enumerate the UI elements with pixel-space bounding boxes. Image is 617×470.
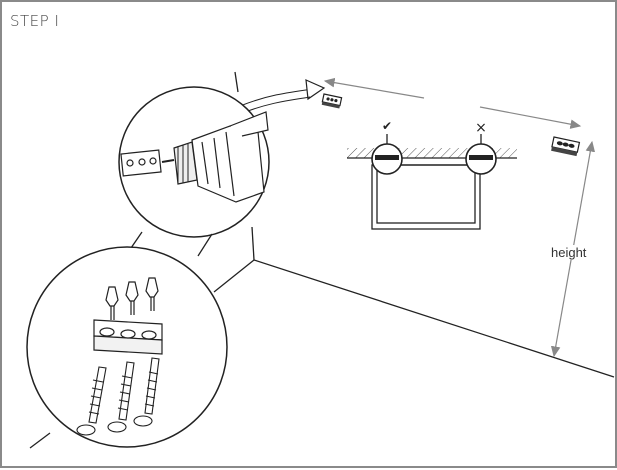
hardware-zoom-circle <box>26 246 228 448</box>
wall-bracket-icon <box>93 319 163 355</box>
drill-icon <box>120 111 269 203</box>
alignment-arrow <box>323 77 582 129</box>
correct-mark: ✔ <box>382 119 392 133</box>
step-title: STEP I <box>10 12 60 30</box>
screw-icon <box>76 357 160 436</box>
drill-zoom-circle <box>118 86 270 238</box>
wall-bracket-icon <box>321 93 343 109</box>
room-outline <box>29 71 615 449</box>
wall-plug-icon <box>105 277 159 320</box>
incorrect-mark: × <box>475 120 487 136</box>
mounting-diagram: ✔ × <box>347 119 517 230</box>
height-label: height <box>549 245 589 260</box>
wall-bracket-icon <box>551 136 581 157</box>
towel-warmer-icon <box>371 164 481 230</box>
